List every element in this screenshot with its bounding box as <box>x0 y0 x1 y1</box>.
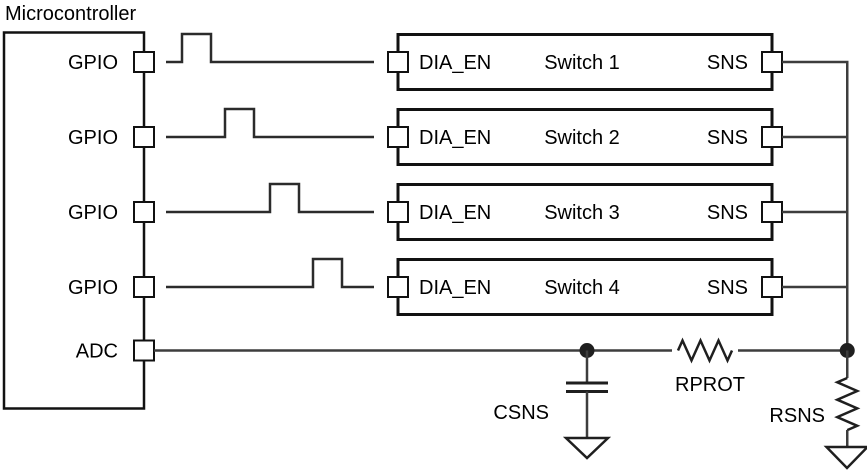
switch-4: DIA_EN Switch 4 SNS <box>387 258 849 316</box>
switch-1: DIA_EN Switch 1 SNS <box>387 33 849 91</box>
sns-pin-square <box>761 51 783 73</box>
gpio-pulse-waveform-2 <box>166 107 374 139</box>
sns-label: SNS <box>707 277 748 299</box>
gpio-label: GPIO <box>68 127 118 149</box>
dia-en-pin-square <box>387 276 409 298</box>
rsns-label: RSNS <box>769 405 825 427</box>
microcontroller-title: Microcontroller <box>5 3 136 25</box>
sns-pin-square <box>761 126 783 148</box>
gpio-label: GPIO <box>68 52 118 74</box>
gpio-row-2: GPIO <box>68 107 374 149</box>
ground-symbol-csns <box>562 436 612 460</box>
rprot-resistor <box>676 337 734 364</box>
gpio-pulse-waveform-3 <box>166 182 374 214</box>
gpio-pulse-waveform-1 <box>166 32 374 64</box>
dia-en-pin-square <box>387 51 409 73</box>
gpio-pin-square <box>133 51 155 73</box>
dia-en-pin-square <box>387 126 409 148</box>
sns-pin-square <box>761 201 783 223</box>
switch-2: DIA_EN Switch 2 SNS <box>387 108 849 166</box>
capacitor-csns <box>566 381 608 393</box>
adc-label: ADC <box>76 341 118 363</box>
sns-label: SNS <box>707 52 748 74</box>
dia-en-label: DIA_EN <box>419 127 491 149</box>
rprot-label: RPROT <box>675 374 745 396</box>
gpio-pulse-waveform-4 <box>166 257 374 289</box>
gpio-row-4: GPIO <box>68 257 374 299</box>
gpio-pin-square <box>133 201 155 223</box>
switch-box <box>396 108 774 166</box>
gpio-pin-square <box>133 126 155 148</box>
gpio-row-3: GPIO <box>68 182 374 224</box>
switch-3: DIA_EN Switch 3 SNS <box>387 183 849 241</box>
microcontroller-box <box>2 31 146 410</box>
switch-name-label: Switch 2 <box>544 127 620 149</box>
switch-name-label: Switch 1 <box>544 52 620 74</box>
switch-name-label: Switch 4 <box>544 277 620 299</box>
sns-label: SNS <box>707 202 748 224</box>
rsns-resistor <box>834 376 861 432</box>
dia-en-pin-square <box>387 201 409 223</box>
gpio-row-1: GPIO <box>68 32 374 74</box>
adc-pin-square <box>133 339 155 362</box>
switch-box <box>396 258 774 316</box>
adc-row: ADC <box>76 339 155 363</box>
switch-name-label: Switch 3 <box>544 202 620 224</box>
gpio-label: GPIO <box>68 277 118 299</box>
sns-pin-square <box>761 276 783 298</box>
csns-label: CSNS <box>493 402 549 424</box>
dia-en-label: DIA_EN <box>419 202 491 224</box>
gpio-pin-square <box>133 276 155 298</box>
dia-en-label: DIA_EN <box>419 52 491 74</box>
dia-en-label: DIA_EN <box>419 277 491 299</box>
sns-label: SNS <box>707 127 748 149</box>
gpio-label: GPIO <box>68 202 118 224</box>
ground-symbol-rsns <box>823 445 867 470</box>
